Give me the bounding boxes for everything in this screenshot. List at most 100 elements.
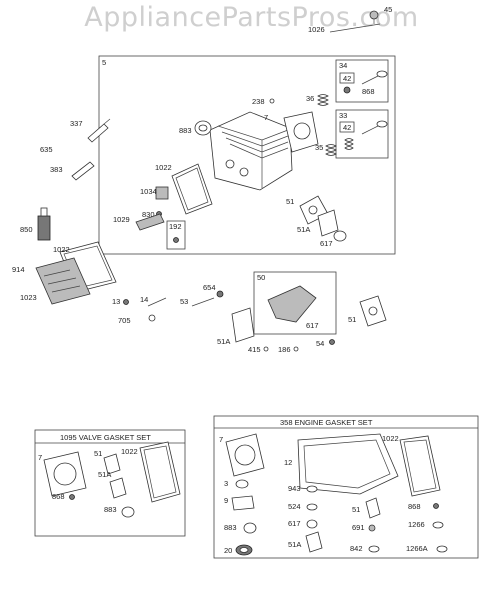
part-e842-oring[interactable] [368, 545, 380, 553]
part-36-spring[interactable] [317, 94, 329, 106]
part-53-stud[interactable] [191, 297, 215, 307]
part-617-oring-a[interactable] [333, 230, 347, 242]
part-e1022-gasket[interactable] [399, 435, 441, 497]
callout-e9: 9 [224, 496, 228, 505]
part-e868-keeper[interactable] [433, 503, 439, 509]
part-e883-gasket[interactable] [243, 522, 257, 534]
box-50-number: 50 [257, 273, 265, 282]
part-v51A-gasket[interactable] [109, 477, 127, 499]
callout-e1266A: 1266A [406, 544, 428, 553]
part-1022-gasket-head[interactable] [171, 163, 213, 215]
callout-42b: 42 [343, 123, 351, 132]
callout-705: 705 [118, 316, 131, 325]
callout-1026: 1026 [308, 25, 325, 34]
callout-54: 54 [316, 339, 324, 348]
part-1034-plate[interactable] [155, 186, 169, 200]
part-51A-gasket-a[interactable] [317, 209, 339, 237]
callout-13: 13 [112, 297, 120, 306]
part-e943-oring[interactable] [306, 485, 318, 493]
part-v883-gasket[interactable] [121, 506, 135, 518]
callout-51a: 51 [286, 197, 294, 206]
part-850-sealant[interactable] [37, 207, 51, 241]
part-e20-seal[interactable] [235, 544, 253, 556]
part-v51-gasket[interactable] [103, 453, 121, 475]
part-valve-exhaust[interactable] [344, 120, 388, 150]
part-13-screw[interactable] [123, 299, 129, 305]
part-186-pin[interactable] [293, 346, 299, 352]
callout-e524: 524 [288, 502, 301, 511]
part-e1266-oring[interactable] [432, 521, 444, 529]
box-valve-gasket-set[interactable] [34, 429, 186, 537]
part-cylinder-head[interactable] [209, 111, 293, 191]
part-v868-keeper[interactable] [69, 494, 75, 500]
part-654-nut[interactable] [216, 290, 224, 298]
part-e9-gasket[interactable] [231, 495, 255, 511]
callout-1022a: 1022 [155, 163, 172, 172]
part-v7-head-gasket[interactable] [43, 451, 87, 497]
part-e12-crankcase-gasket[interactable] [297, 433, 399, 495]
callout-42a: 42 [343, 74, 351, 83]
callout-e868: 868 [408, 502, 421, 511]
callout-883a: 883 [179, 126, 192, 135]
part-valve-intake[interactable] [361, 70, 388, 85]
callout-635: 635 [40, 145, 53, 154]
part-883-gasket[interactable] [194, 120, 212, 136]
valve-gasket-set-title: 1095 VALVE GASKET SET [60, 433, 151, 442]
callout-e1266: 1266 [408, 520, 425, 529]
part-868-keeper[interactable] [343, 86, 351, 94]
callout-53: 53 [180, 297, 188, 306]
part-v1022-gasket[interactable] [139, 441, 181, 503]
callout-e3: 3 [224, 479, 228, 488]
part-35-spring[interactable] [325, 144, 337, 156]
callout-868a: 868 [362, 87, 375, 96]
callout-v51: 51 [94, 449, 102, 458]
box-50-intake-elbow[interactable] [253, 271, 337, 335]
part-50-elbow[interactable] [267, 285, 317, 323]
box-192-breather[interactable] [166, 220, 186, 250]
callout-51Aa: 51A [297, 225, 310, 234]
box-33-number: 33 [339, 111, 347, 120]
callout-e1022: 1022 [382, 434, 399, 443]
callout-654: 654 [203, 283, 216, 292]
callout-e883: 883 [224, 523, 237, 532]
part-head-gasket[interactable] [283, 111, 319, 153]
part-1029-bracket[interactable] [135, 213, 165, 231]
part-e7-head-gasket[interactable] [225, 433, 265, 477]
callout-383: 383 [50, 165, 63, 174]
callout-337: 337 [70, 119, 83, 128]
part-45-screw[interactable] [369, 10, 379, 24]
part-e3-seal[interactable] [235, 479, 249, 489]
callout-1034: 1034 [140, 187, 157, 196]
box-head-assembly-number: 5 [102, 58, 106, 67]
part-1023-valve-cover[interactable] [35, 257, 91, 305]
part-1026-rod[interactable] [329, 23, 381, 33]
part-e691-washer[interactable] [368, 524, 376, 532]
part-14-stud[interactable] [147, 297, 167, 307]
callout-e842: 842 [350, 544, 363, 553]
part-415-screw[interactable] [263, 346, 269, 352]
callout-v51A: 51A [98, 470, 111, 479]
callout-850: 850 [20, 225, 33, 234]
part-51-gasket-b[interactable] [359, 295, 387, 327]
part-238-pin[interactable] [269, 98, 275, 104]
part-337-spark-plug[interactable] [87, 118, 111, 143]
part-e617-oring[interactable] [306, 519, 318, 529]
box-42b [339, 121, 355, 133]
part-e51-gasket[interactable] [365, 497, 381, 519]
part-51A-gasket-b[interactable] [231, 307, 255, 343]
box-valve-kit-34 [335, 59, 389, 103]
callout-e943: 943 [288, 484, 301, 493]
callout-v883: 883 [104, 505, 117, 514]
callout-1022b: 1022 [53, 245, 70, 254]
box-head-assembly [98, 55, 396, 255]
part-54-screw[interactable] [329, 339, 335, 345]
part-e524-oring[interactable] [306, 503, 318, 511]
part-e1266A-oring[interactable] [436, 545, 448, 553]
part-705-washer[interactable] [148, 314, 156, 322]
callout-e20: 20 [224, 546, 232, 555]
box-42a [339, 72, 355, 84]
part-e51A-gasket[interactable] [305, 531, 323, 553]
part-383-stud[interactable] [71, 161, 95, 181]
box-engine-gasket-set[interactable] [213, 415, 479, 559]
